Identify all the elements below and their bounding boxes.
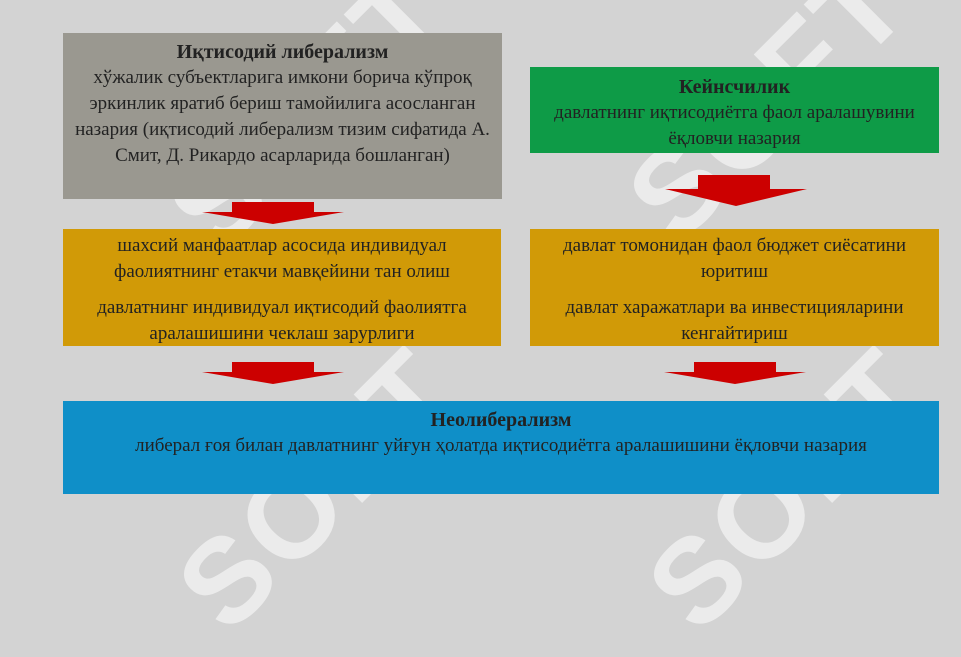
keynesian-principle-1: давлат томонидан фаол бюджет сиёсатини ю… <box>563 235 906 282</box>
neoliberalism-text: либерал ғоя билан давлатнинг уйғун ҳолат… <box>135 435 867 456</box>
economic-liberalism-title: Иқтисодий либерализм <box>176 41 389 63</box>
down-arrow-icon <box>202 362 344 384</box>
down-arrow-icon <box>664 362 806 384</box>
neoliberalism-title: Неолиберализм <box>430 409 572 431</box>
keynesianism-text: давлатнинг иқтисодиётга фаол аралашувини… <box>554 102 915 149</box>
keynesian-principles-box: давлат томонидан фаол бюджет сиёсатини ю… <box>530 229 939 346</box>
economic-liberalism-text: хўжалик субъектларига имкони борича кўпр… <box>75 67 490 166</box>
keynesianism-box: Кейнсчилик давлатнинг иқтисодиётга фаол … <box>530 67 939 153</box>
liberalism-principle-2: давлатнинг индивидуал иқтисодий фаолиятг… <box>97 297 467 344</box>
keynesianism-title: Кейнсчилик <box>678 76 791 98</box>
down-arrow-icon <box>202 202 344 224</box>
liberalism-principles-box: шахсий манфаатлар асосида индивидуал фао… <box>63 229 501 346</box>
economic-liberalism-box: Иқтисодий либерализм хўжалик субъектлари… <box>63 33 502 199</box>
down-arrow-icon <box>665 175 807 206</box>
keynesian-principle-2: давлат харажатлари ва инвестицияларини к… <box>565 297 904 344</box>
neoliberalism-box: Неолиберализм либерал ғоя билан давлатни… <box>63 401 939 494</box>
liberalism-principle-1: шахсий манфаатлар асосида индивидуал фао… <box>114 235 450 282</box>
